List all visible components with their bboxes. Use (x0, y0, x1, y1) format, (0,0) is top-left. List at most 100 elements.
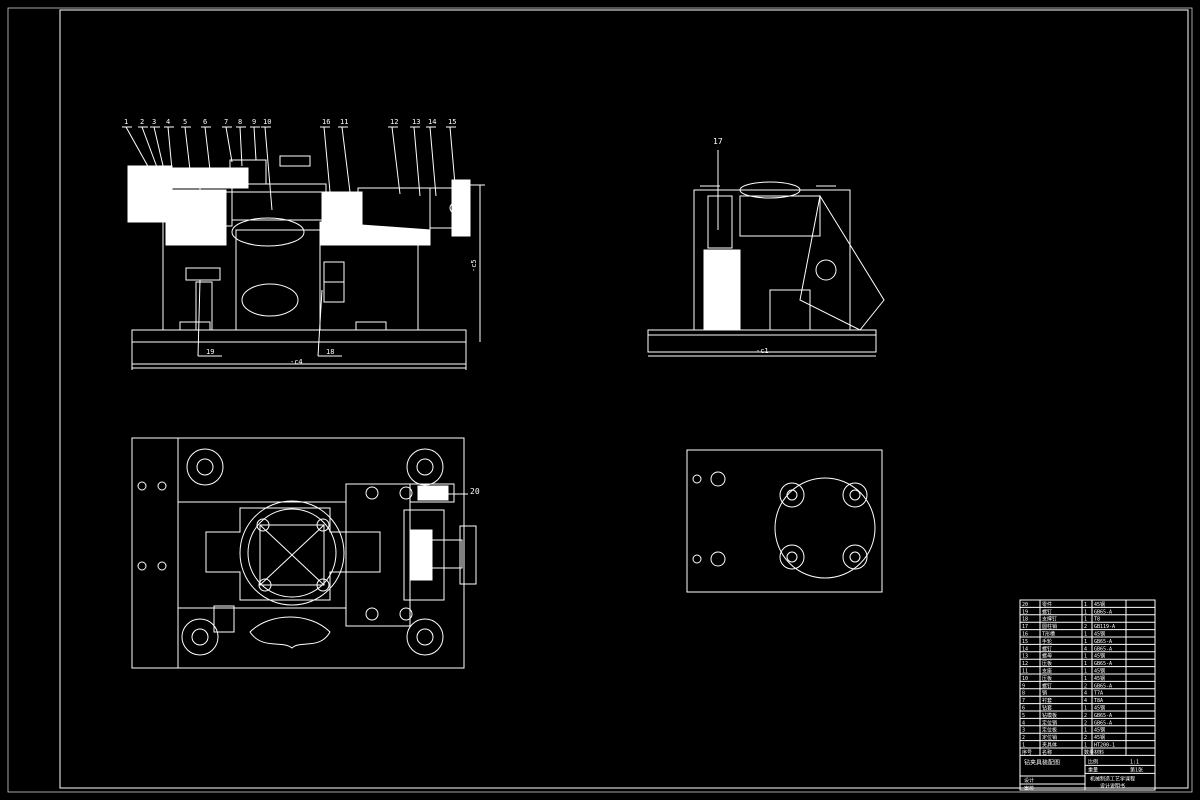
front-callout-18: 18 (326, 348, 334, 356)
title-block-cell: 2 (1084, 735, 1087, 741)
title-block-cell: 夹具体 (1042, 742, 1057, 749)
title-block-cell: 1 (1084, 617, 1087, 623)
title-block-cell: 定位销 (1042, 734, 1057, 741)
title-block-cell: 销 (1042, 690, 1047, 697)
title-block-cell: 6 (1022, 706, 1025, 712)
title-block-cell: 17 (1022, 624, 1028, 630)
title-block-cell: T8 (1094, 617, 1100, 623)
front-callout-14: 14 (428, 118, 436, 126)
title-block-cell: 45钢 (1094, 675, 1105, 682)
title-block-cell: 零件 (1042, 601, 1052, 608)
title-block-cell: 7 (1022, 698, 1025, 704)
title-block-cell: 45钢 (1094, 653, 1105, 660)
front-callout-5: 5 (183, 118, 187, 126)
title-block-cell: GB65-A (1094, 639, 1112, 645)
title-block-cell: 1 (1022, 743, 1025, 749)
side-view: 17 -c1 (647, 137, 885, 357)
school-name: 机械制造工艺学课程 (1090, 775, 1135, 782)
title-block-cell: 45钢 (1094, 734, 1105, 741)
title-block-cell: 45钢 (1094, 727, 1105, 734)
front-callout-16: 16 (322, 118, 330, 126)
aux-view (686, 449, 883, 593)
title-block-cell: 钻套 (1042, 705, 1052, 712)
title-block-cell: T形槽 (1042, 631, 1055, 638)
front-callout-19: 19 (206, 348, 214, 356)
front-callout-15: 15 (448, 118, 456, 126)
title-block-cell: 16 (1022, 632, 1028, 638)
title-block-cell: 12 (1022, 661, 1028, 667)
title-block-cell: 4 (1084, 646, 1087, 652)
title-block-cell: 1 (1084, 654, 1087, 660)
title-block-cell: GB65-A (1094, 713, 1112, 719)
title-block-header: 序号 (1022, 749, 1032, 756)
title-block-cell: 45钢 (1094, 601, 1105, 608)
title-block-header: 名称 (1042, 749, 1052, 756)
front-callout-4: 4 (166, 118, 170, 126)
checker-label: 审核 (1024, 785, 1034, 792)
title-block-cell: 1 (1084, 639, 1087, 645)
title-block-cell: 1 (1084, 602, 1087, 608)
title-block-cell: 20 (1022, 602, 1028, 608)
title-block-cell: 1 (1084, 676, 1087, 682)
scale-value: 1:1 (1130, 759, 1139, 765)
title-block-cell: 1 (1084, 609, 1087, 615)
title-block-cell: 螺钉 (1042, 608, 1052, 615)
front-width-dim: -c4 (290, 358, 303, 366)
title-block-cell: 4 (1022, 720, 1025, 726)
front-callout-8: 8 (238, 118, 242, 126)
title-block-cell: 4 (1084, 691, 1087, 697)
top-view: 20 (131, 437, 480, 669)
title-block-cell: GB65-A (1094, 646, 1112, 652)
sheet-label: 第1张 (1130, 766, 1143, 773)
title-block-cell: 衬套 (1042, 697, 1052, 704)
title-block-cell: 13 (1022, 654, 1028, 660)
school-name-2: 设计说明书 (1100, 782, 1125, 789)
title-block-cell: T8A (1094, 698, 1103, 704)
title-block-cell: 1 (1084, 632, 1087, 638)
front-callout-10: 10 (263, 118, 271, 126)
title-block-cell: 2 (1084, 713, 1087, 719)
front-callout-7: 7 (224, 118, 228, 126)
title-block-cell: 1 (1084, 669, 1087, 675)
scale-label: 比例 (1088, 758, 1098, 765)
front-callout-13: 13 (412, 118, 420, 126)
title-block-cell: 1 (1084, 743, 1087, 749)
front-view: -c4 -c5 (127, 155, 485, 370)
title-block-cell: 14 (1022, 646, 1028, 652)
title-block-cell: 定位销 (1042, 719, 1057, 726)
title-block-cell: 1 (1084, 706, 1087, 712)
title-block-cell: 8 (1022, 691, 1025, 697)
title-block-cell: 支撑钉 (1042, 616, 1057, 623)
title-block-cell: 1 (1084, 728, 1087, 734)
front-callout-11: 11 (340, 118, 348, 126)
front-callout-2: 2 (140, 118, 144, 126)
designer-label: 设计 (1024, 777, 1034, 784)
title-block-cell: 2 (1084, 720, 1087, 726)
title-block-cell: 2 (1084, 683, 1087, 689)
title-block-cell: 螺母 (1042, 653, 1052, 660)
front-callout-3: 3 (152, 118, 156, 126)
title-block-cell: 3 (1022, 728, 1025, 734)
title-block-cell: 支座 (1042, 668, 1052, 675)
front-callout-9: 9 (252, 118, 256, 126)
title-block-cell: 45钢 (1094, 705, 1105, 712)
title-block-cell: 钻模板 (1042, 712, 1057, 719)
title-block-cell: 螺钉 (1042, 682, 1052, 689)
outer-border (7, 7, 1193, 793)
title-block-cell: 9 (1022, 683, 1025, 689)
title-block-cell: GB65-A (1094, 720, 1112, 726)
title-block-cell: 2 (1084, 624, 1087, 630)
title-block-cell: 压板 (1042, 675, 1052, 682)
front-callout-12: 12 (390, 118, 398, 126)
side-callout: 17 (713, 137, 723, 146)
title-block-cell: 压板 (1042, 660, 1052, 667)
title-block-cell: GB65-A (1094, 661, 1112, 667)
title-block-header: 材料 (1094, 749, 1104, 756)
title-block-cell: 手轮 (1042, 638, 1052, 645)
title-block-cell: 18 (1022, 617, 1028, 623)
title-block-cell: 45钢 (1094, 668, 1105, 675)
side-width-dim: -c1 (756, 347, 769, 355)
